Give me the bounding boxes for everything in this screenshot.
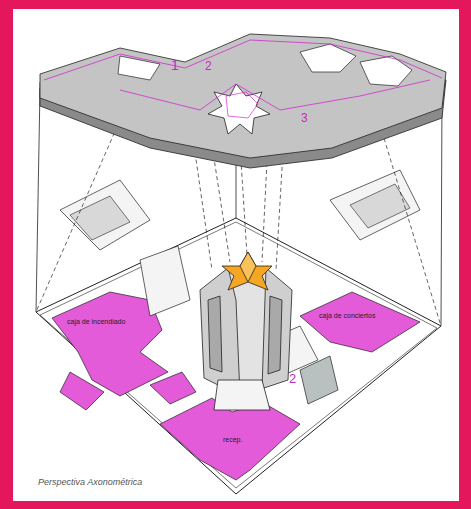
roof-slab [40, 34, 446, 168]
interior-walls [60, 170, 420, 404]
caption: Perspectiva Axonométrica [38, 478, 142, 488]
room-label: caja de incendiado [66, 318, 126, 326]
callout-number: 2 [288, 372, 297, 386]
drawing-ground [13, 9, 459, 501]
callout-number: 1 [170, 58, 180, 73]
ramp-hatching [70, 184, 410, 240]
central-tower [200, 252, 292, 410]
callout-number: 2 [204, 60, 213, 73]
room-label: recep. [222, 436, 243, 444]
floor-plate [36, 218, 441, 494]
room-label: caja de conciertos [318, 312, 376, 320]
floor-edge [40, 222, 437, 488]
callout-number: 3 [300, 112, 309, 125]
